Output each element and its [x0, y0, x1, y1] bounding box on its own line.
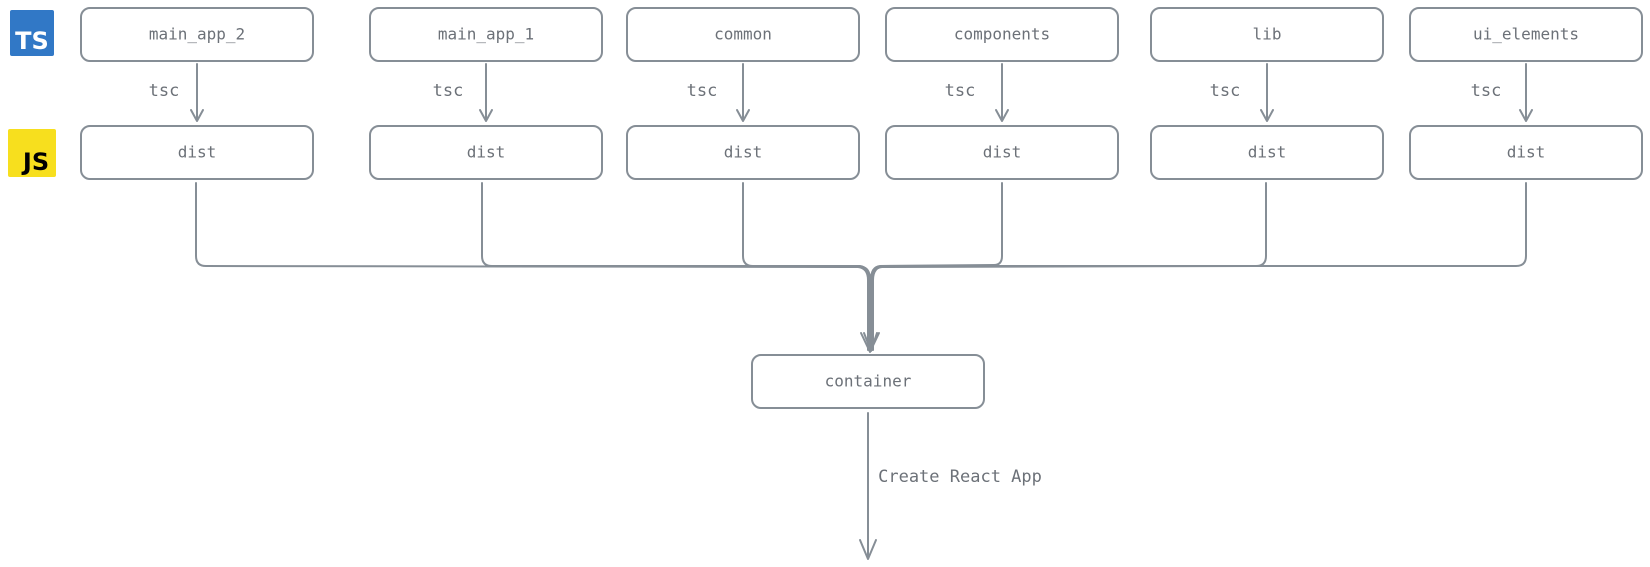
tsc-label: tsc: [149, 81, 180, 101]
typescript-logo-icon: TS: [10, 10, 54, 56]
source-box-common[interactable]: [626, 7, 860, 62]
merge-arrowhead-icon: [860, 332, 880, 353]
source-label: common: [714, 25, 772, 44]
source-label: components: [954, 25, 1050, 44]
source-label: main_app_2: [149, 25, 245, 44]
arrowhead-icon: [190, 109, 204, 122]
package-column-components: components tsc dist: [885, 7, 1119, 180]
container-label: container: [825, 372, 912, 391]
js-logo-text: JS: [21, 148, 49, 176]
package-column-common: common tsc dist: [626, 7, 860, 180]
arrowhead-icon: [736, 109, 750, 122]
tsc-label: tsc: [945, 81, 976, 101]
arrowhead-icon: [1260, 109, 1274, 122]
arrowhead-icon: [479, 109, 493, 122]
source-box-main-app-1[interactable]: [369, 7, 603, 62]
connector-ui-elements: [872, 182, 1527, 351]
tsc-label: tsc: [1471, 81, 1502, 101]
package-column-main-app-1: main_app_1 tsc dist: [369, 7, 603, 180]
javascript-logo-icon: JS: [8, 129, 56, 177]
arrowhead-icon: [995, 109, 1009, 122]
merge-connectors: [195, 182, 1527, 353]
source-box-components[interactable]: [885, 7, 1119, 62]
dist-label: dist: [1507, 143, 1546, 162]
dist-box-main-app-2[interactable]: [80, 125, 314, 180]
package-column-ui-elements: ui_elements tsc dist: [1409, 7, 1643, 180]
source-label: main_app_1: [438, 25, 534, 44]
container-box[interactable]: [751, 354, 985, 409]
arrowhead-icon: [859, 539, 877, 560]
tsc-label: tsc: [687, 81, 718, 101]
package-column-main-app-2: main_app_2 tsc dist: [80, 7, 314, 180]
dist-label: dist: [178, 143, 217, 162]
source-label: lib: [1253, 25, 1282, 44]
ts-logo-text: TS: [15, 27, 49, 55]
dist-box-main-app-1[interactable]: [369, 125, 603, 180]
dist-label: dist: [1248, 143, 1287, 162]
dist-box-common[interactable]: [626, 125, 860, 180]
merge-arrowhead-icon: [863, 332, 878, 352]
dist-box-components[interactable]: [885, 125, 1119, 180]
package-column-lib: lib tsc dist: [1150, 7, 1384, 180]
source-label: ui_elements: [1473, 25, 1579, 44]
tsc-label: tsc: [1210, 81, 1241, 101]
dist-label: dist: [983, 143, 1022, 162]
tsc-label: tsc: [433, 81, 464, 101]
dist-label: dist: [724, 143, 763, 162]
source-box-main-app-2[interactable]: [80, 7, 314, 62]
arrowhead-icon: [1519, 109, 1533, 122]
dist-box-ui-elements[interactable]: [1409, 125, 1643, 180]
connector-common: [742, 182, 871, 351]
create-react-app-label: Create React App: [878, 467, 1042, 487]
source-box-lib[interactable]: [1150, 7, 1384, 62]
dist-box-lib[interactable]: [1150, 125, 1384, 180]
dist-label: dist: [467, 143, 506, 162]
source-box-ui-elements[interactable]: [1409, 7, 1643, 62]
